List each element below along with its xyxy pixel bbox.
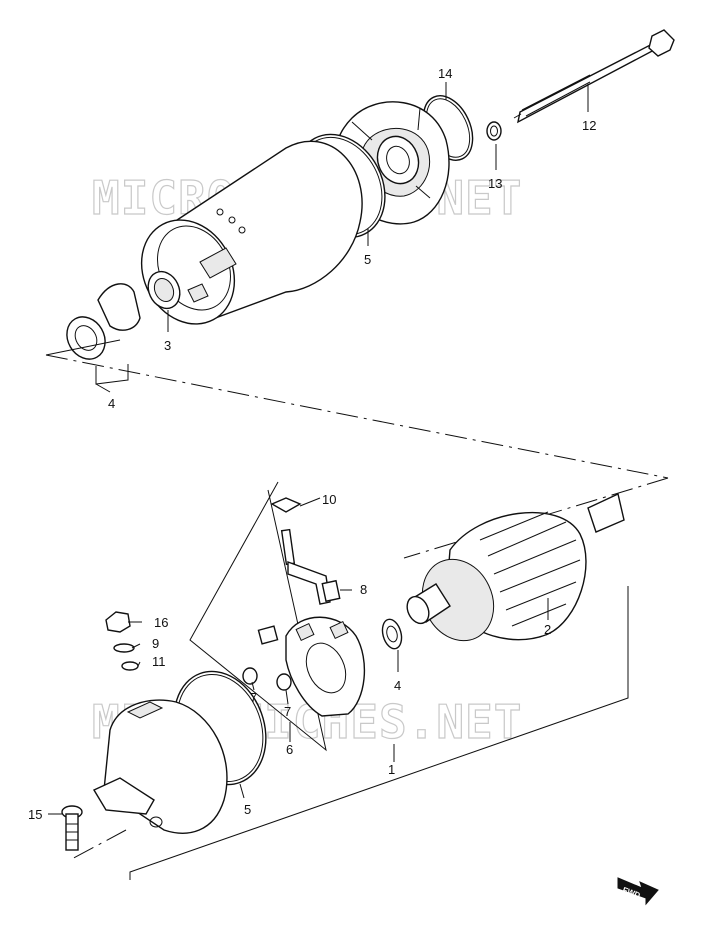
callout-1: 1 [388, 762, 395, 777]
callout-9: 9 [152, 636, 159, 651]
callout-13: 13 [488, 176, 502, 191]
washer-9-part [113, 643, 135, 653]
callout-12: 12 [582, 118, 596, 133]
through-bolt-part [513, 29, 675, 124]
bolt-15-part [61, 805, 83, 851]
callout-4-mid: 4 [394, 678, 401, 693]
fwd-arrow-icon: FWD [617, 877, 659, 906]
plate-4-top-part [66, 283, 141, 360]
callout-7-b: 7 [284, 704, 291, 719]
spring-7-parts [242, 667, 292, 691]
brush-holder-part [257, 616, 366, 717]
washer-13-part [486, 121, 502, 141]
callout-8: 8 [360, 582, 367, 597]
washer-4-mid-part [381, 618, 403, 650]
nut-16-part [105, 611, 131, 633]
yoke-housing-part [140, 140, 363, 325]
callout-7-a: 7 [250, 690, 257, 705]
callout-11: 11 [152, 654, 166, 669]
callout-5-top: 5 [364, 252, 371, 267]
callout-5-bottom: 5 [244, 802, 251, 817]
bearing-3-part [147, 270, 181, 310]
assembly-bracket-line [129, 586, 629, 880]
o-ring-11-part [121, 661, 139, 671]
armature-2-part [406, 492, 625, 642]
callout-4-top: 4 [108, 396, 115, 411]
reference-line-top [45, 354, 669, 479]
brush-8-part [321, 579, 341, 603]
leader-lines [48, 82, 589, 815]
callout-3: 3 [164, 338, 171, 353]
callout-10: 10 [322, 492, 336, 507]
callout-15: 15 [28, 807, 42, 822]
terminal-bolt-part [270, 497, 331, 605]
rear-cover-part [92, 699, 228, 834]
callout-16: 16 [154, 615, 168, 630]
callout-2: 2 [544, 622, 551, 637]
callout-6: 6 [286, 742, 293, 757]
callout-14: 14 [438, 66, 452, 81]
